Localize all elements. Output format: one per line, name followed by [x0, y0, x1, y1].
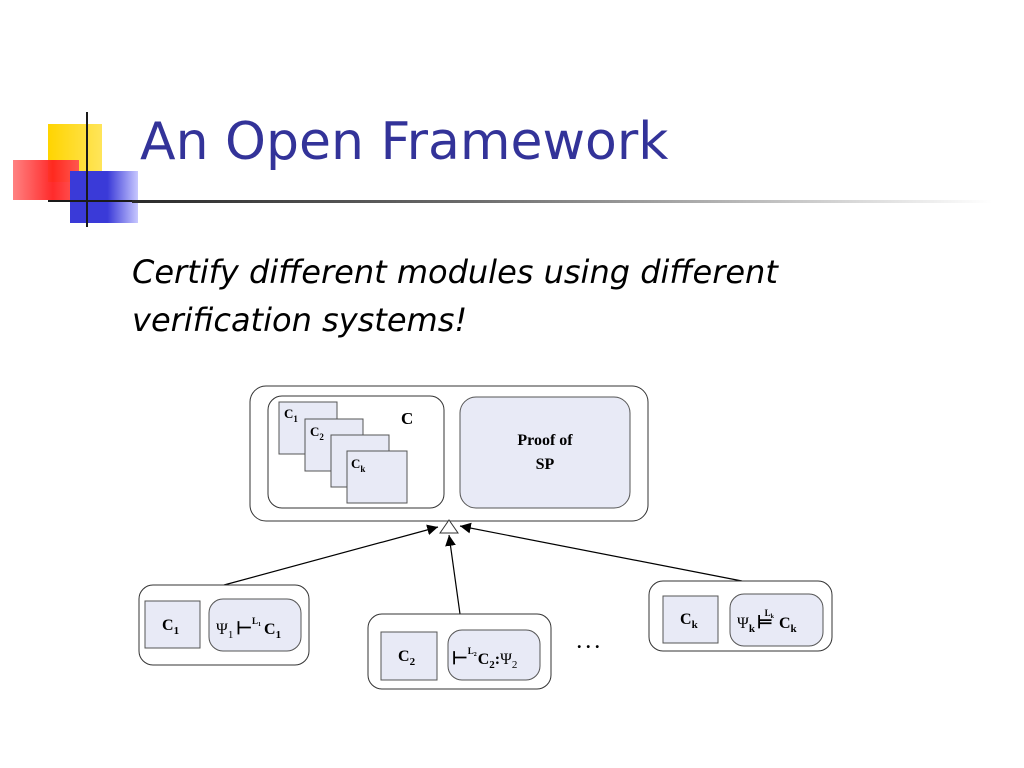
stack-label-c2: C2 — [310, 424, 324, 442]
module-2-cert: ⊢L2C2:Ψ2 — [452, 646, 517, 671]
ellipsis: . . . — [577, 632, 600, 652]
top-container: C1 C2 Ck C Proof of SP — [249, 385, 649, 522]
logo-horizontal-line — [48, 200, 140, 202]
slide-bullet: Certify different modules using differen… — [132, 253, 778, 339]
link-triangle — [439, 519, 459, 534]
arrow-module-k — [459, 522, 743, 582]
code-label: C — [401, 409, 413, 428]
module-2: C2 ⊢L2C2:Ψ2 — [367, 613, 552, 690]
logo-vertical-line — [86, 112, 88, 227]
module-k-code-box — [662, 595, 719, 644]
module-2-cert-box — [447, 629, 541, 681]
module-2-code: C2 — [398, 648, 416, 668]
module-1-code-box — [144, 600, 201, 649]
proof-box — [459, 396, 631, 509]
slide-logo — [0, 0, 140, 240]
slide-title: An Open Framework — [140, 112, 669, 172]
module-k-code: Ck — [680, 611, 699, 631]
module-k-cert-box — [729, 593, 824, 647]
logo-blue-square — [70, 171, 138, 223]
logo-red-square — [13, 160, 79, 200]
title-underline — [132, 200, 992, 203]
module-1-cert-box — [208, 598, 302, 652]
module-1-code: C1 — [162, 617, 179, 637]
proof-line1: Proof of — [517, 432, 573, 449]
stack-label-ck: Ck — [351, 456, 365, 474]
stack-box-ck — [346, 450, 408, 504]
proof-line2: SP — [536, 456, 555, 473]
arrow-module-2 — [445, 534, 461, 615]
stack-label-c1: C1 — [284, 406, 298, 424]
arrow-module-1 — [223, 524, 439, 586]
module-2-code-box — [380, 631, 438, 681]
